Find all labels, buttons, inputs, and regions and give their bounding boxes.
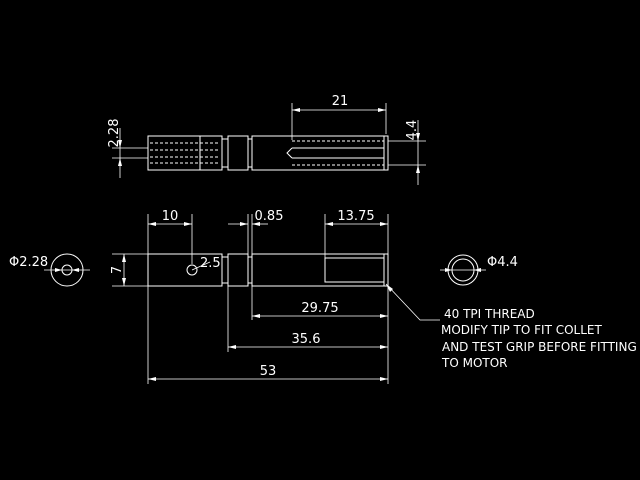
- dim-2-28-top: 2.28: [107, 119, 122, 148]
- note-line-3: AND TEST GRIP BEFORE FITTING: [442, 340, 637, 354]
- dim-35-6: 35.6: [292, 332, 321, 347]
- dim-53: 53: [260, 364, 277, 379]
- dim-10: 10: [162, 209, 179, 224]
- note-line-4: TO MOTOR: [441, 356, 508, 370]
- dim-0-85: 0.85: [255, 209, 284, 224]
- dim-29-75: 29.75: [301, 301, 338, 316]
- top-collar: [227, 135, 249, 171]
- side-collar: [227, 253, 249, 287]
- dim-13-75: 13.75: [337, 209, 374, 224]
- dim-4-4-top: 4.4: [405, 120, 420, 141]
- cross-hole: [186, 264, 198, 276]
- top-left-section: [147, 135, 223, 171]
- top-groove-1: [221, 138, 229, 168]
- side-right-section: [251, 253, 389, 287]
- side-groove-1: [221, 256, 229, 284]
- dim-dia-2-28: Φ2.28: [9, 255, 48, 270]
- left-end-view: Φ2.28: [9, 253, 90, 287]
- side-groove-2: [247, 256, 253, 284]
- top-view: 21 2.28 4.4: [107, 94, 426, 185]
- note-block: 40 TPI THREAD MODIFY TIP TO FIT COLLET A…: [441, 307, 637, 370]
- top-right-section: [251, 135, 389, 171]
- thread-area: [324, 257, 385, 283]
- note-line-1: 40 TPI THREAD: [444, 307, 535, 321]
- side-view: 10 0.85 13.75 7 2.5 29.75: [110, 209, 440, 384]
- dim-dia-4-4: Φ4.4: [487, 255, 518, 270]
- dim-21: 21: [332, 94, 349, 109]
- dim-7: 7: [110, 266, 125, 274]
- top-groove-2: [247, 138, 253, 168]
- dim-2-5: 2.5: [200, 256, 221, 271]
- note-line-2: MODIFY TIP TO FIT COLLET: [441, 323, 602, 337]
- right-end-view: Φ4.4: [440, 254, 518, 286]
